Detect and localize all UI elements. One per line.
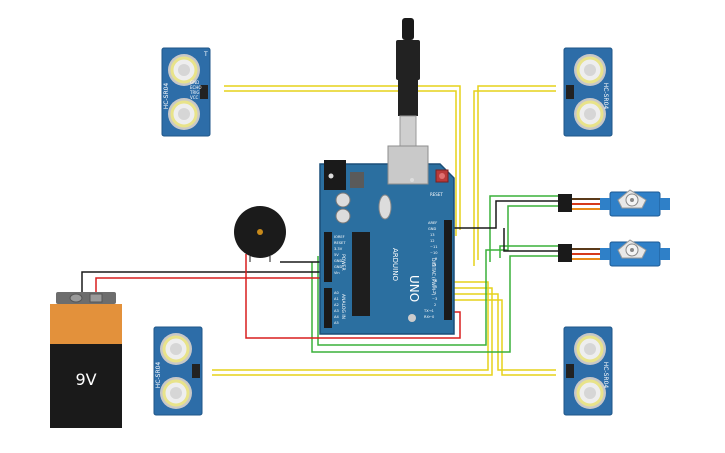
pin-label-a1: A1	[334, 297, 339, 301]
pin-label-a3: A3	[334, 309, 339, 313]
pin-label-aref: AREF	[428, 221, 437, 225]
wire-signal	[224, 90, 457, 236]
sensor-pin-gnd: VCC	[190, 95, 199, 100]
wire-servo	[311, 255, 562, 353]
pin-label-5: ~5	[432, 285, 437, 289]
pin-label-13: 13	[430, 233, 435, 237]
pin-label-12: 12	[430, 239, 435, 243]
pin-label-a2: A2	[334, 303, 339, 307]
wire-signal	[224, 85, 461, 230]
wire-signal	[212, 281, 489, 371]
pin-label-4: 4	[434, 291, 437, 295]
servo-motor-top	[558, 189, 671, 217]
pin-label-tx: TX→1	[423, 309, 434, 313]
pin-label-2: 2	[434, 303, 436, 307]
pin-label-5v: 5V	[334, 253, 339, 257]
arduino-model-label: UNO	[407, 275, 421, 302]
wire-signal	[212, 287, 493, 376]
pin-label-gnd-2: GND	[334, 265, 342, 269]
wire-signal	[452, 293, 556, 371]
wires	[81, 85, 562, 376]
battery-voltage-label: 9V	[75, 370, 96, 389]
wire-power	[95, 277, 330, 292]
pin-label-rx: RX←0	[424, 315, 435, 319]
wire-signal	[473, 90, 556, 266]
sensor-pin-vcc: GND	[190, 80, 199, 85]
pin-label-a5: A5	[334, 321, 339, 325]
arduino-power-header-label: POWER	[340, 254, 346, 271]
ultrasonic-sensor-bottom-left: HC-SR04	[152, 325, 204, 417]
servo-motor-bottom	[558, 239, 671, 267]
pin-label-11: ~11	[430, 245, 438, 249]
usb-cable	[396, 18, 420, 147]
pin-label-9: ~9	[432, 257, 438, 261]
pin-label-a4: A4	[334, 315, 339, 319]
wire-power	[245, 254, 461, 339]
arduino-uno-board: ARDUINO UNO DIGITAL (PWM~) POWER ANALOG …	[319, 145, 455, 335]
sensor-model-label: HC-SR04	[163, 83, 170, 110]
pin-label-gnd-1: GND	[334, 259, 342, 263]
battery-9v: 9V	[50, 292, 122, 428]
wire-servo	[499, 245, 562, 258]
wire-gnd	[446, 200, 562, 229]
wire-signal	[452, 299, 556, 376]
wire-servo	[317, 205, 562, 346]
arduino-reset-label: RESET	[430, 192, 443, 197]
pin-label-3: ~3	[432, 297, 437, 301]
pin-label-7: 7	[434, 273, 436, 277]
sensor-pin-trig: ECHO	[190, 85, 201, 90]
sensor-model-label: HC-SR04	[602, 362, 609, 389]
wire-gnd	[81, 271, 330, 292]
arduino-brand-label: ARDUINO	[391, 248, 399, 281]
arduino-analog-header-label: ANALOG IN	[340, 294, 346, 319]
pin-label-8: 8	[434, 263, 437, 267]
pin-label-6: ~6	[432, 279, 438, 283]
pin-label-ioref: IOREF	[334, 235, 345, 239]
pin-label-3v3: 3.3V	[334, 247, 343, 251]
pin-label-vin: Vin	[334, 271, 340, 275]
pin-label-10: ~10	[430, 251, 438, 255]
wire-signal	[477, 85, 556, 260]
piezo-buzzer	[234, 206, 286, 262]
ultrasonic-sensor-top-left: HC-SR04 T GND ECHO TRIG VCC	[160, 46, 212, 138]
pin-label-gnd: GND	[428, 227, 436, 231]
arduino-power-pins: IOREF RESET 3.3V 5V GND GND Vin A0 A1 A2…	[334, 235, 346, 325]
sensor-model-label: HC-SR04	[155, 362, 162, 389]
pin-label-a0: A0	[334, 291, 339, 295]
sensor-arrow-label: T	[203, 51, 208, 58]
wire-gnd	[503, 228, 562, 252]
sensor-pin-echo: TRIG	[189, 90, 200, 95]
pin-label-reset: RESET	[334, 241, 346, 245]
arduino-digital-pins: AREF GND 13 12 ~11 ~10 ~9 8 7 ~6 ~5 4 ~3…	[423, 221, 438, 319]
wire-servo	[489, 195, 562, 262]
arduino-digital-header-label: DIGITAL (PWM~)	[430, 258, 436, 296]
sensor-model-label: HC-SR04	[602, 83, 609, 110]
